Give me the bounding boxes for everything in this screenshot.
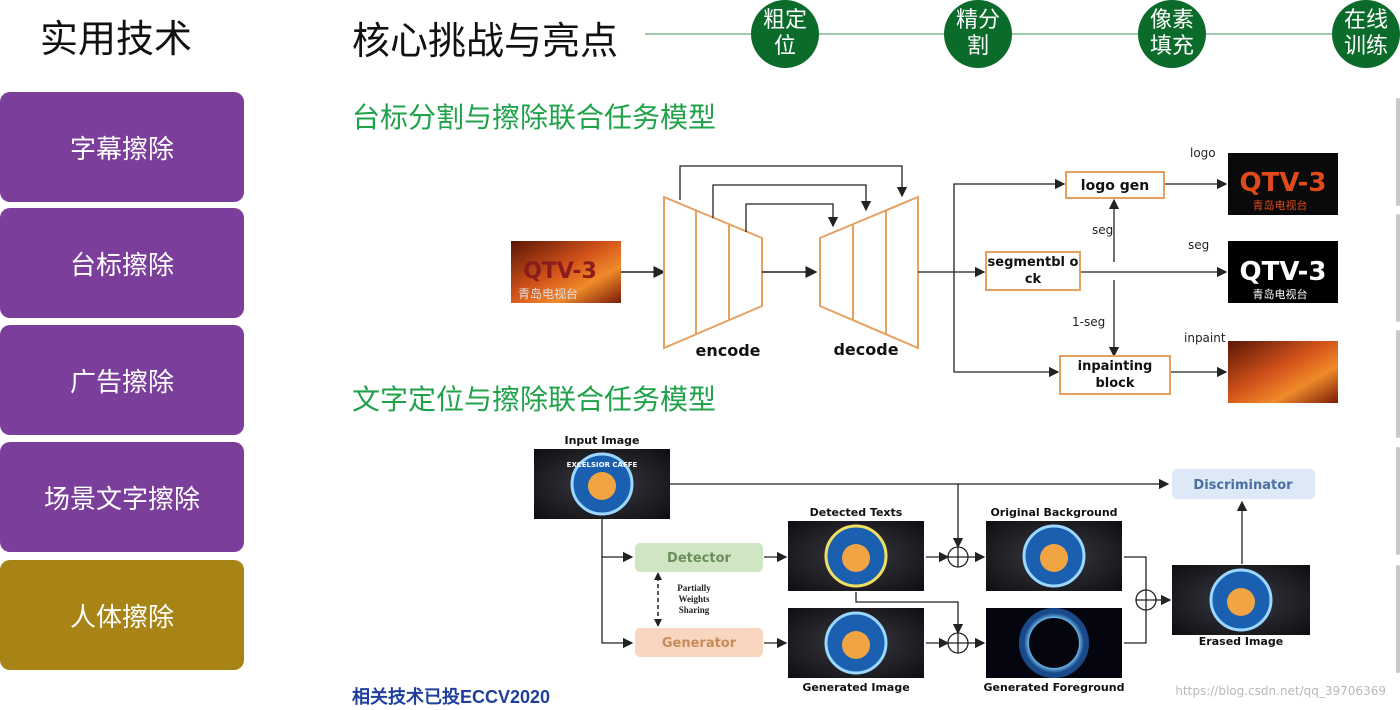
input-logo-image: QTV-3 青岛电视台 bbox=[511, 241, 621, 303]
menu-item-label: 人体擦除 bbox=[69, 602, 174, 633]
step-label: 像素填充 bbox=[1149, 8, 1194, 59]
edge-1seg-label: 1-seg bbox=[1072, 315, 1105, 329]
sidebar-title: 实用技术 bbox=[40, 17, 193, 61]
right-edge-strip bbox=[1396, 565, 1400, 673]
right-edge-strip bbox=[1396, 330, 1400, 438]
output-logo-image: QTV-3 青岛电视台 bbox=[1228, 153, 1338, 215]
menu-item-label: 字幕擦除 bbox=[69, 134, 174, 165]
logo-gen-block: logo gen bbox=[1065, 171, 1165, 199]
plus-node-bottom bbox=[947, 632, 969, 654]
submission-note: 相关技术已投ECCV2020 bbox=[352, 687, 551, 707]
output-seg-text: QTV-3 bbox=[1240, 257, 1327, 287]
discriminator-block: Discriminator bbox=[1172, 469, 1315, 499]
encoder-block bbox=[663, 195, 763, 350]
segment-block: segmentbl ock bbox=[985, 251, 1081, 291]
input-logo-text: QTV-3 bbox=[523, 259, 597, 284]
decode-label: decode bbox=[833, 340, 898, 359]
step-connector-line bbox=[645, 33, 1385, 35]
step-pixel-fill: 像素填充 bbox=[1138, 0, 1206, 68]
generator-label: Generator bbox=[662, 636, 737, 651]
output-inpaint-image bbox=[1228, 341, 1338, 403]
menu-item-label: 场景文字擦除 bbox=[43, 484, 200, 515]
skip-connections bbox=[679, 165, 908, 232]
plus-node-merge bbox=[1135, 589, 1157, 611]
right-edge-strip bbox=[1396, 214, 1400, 322]
output-logo-text: QTV-3 bbox=[1240, 168, 1327, 198]
output-seg-label: seg bbox=[1188, 238, 1209, 252]
input-image-label: Input Image bbox=[564, 434, 639, 447]
encode-label: encode bbox=[695, 341, 760, 360]
menu-item-human-erase[interactable]: 人体擦除 bbox=[0, 560, 244, 670]
flow-lines bbox=[601, 478, 1248, 649]
output-logo-subtext: 青岛电视台 bbox=[1253, 198, 1308, 212]
step-label: 在线训练 bbox=[1343, 8, 1388, 59]
output-logo-label: logo bbox=[1190, 146, 1216, 160]
menu-item-subtitle-erase[interactable]: 字幕擦除 bbox=[0, 92, 244, 202]
discriminator-label: Discriminator bbox=[1193, 478, 1293, 493]
sign-text: EXCELSIOR CAFFE bbox=[567, 461, 638, 469]
erased-image-label: Erased Image bbox=[1199, 635, 1283, 648]
diagram1-title: 台标分割与擦除联合任务模型 bbox=[352, 101, 717, 134]
input-image: EXCELSIOR CAFFE bbox=[534, 449, 670, 519]
generated-foreground-label: Generated Foreground bbox=[984, 681, 1125, 694]
step-fine-segment: 精分割 bbox=[944, 0, 1012, 68]
output-seg-subtext: 青岛电视台 bbox=[1253, 287, 1308, 301]
sharing-label: Partially Weights Sharing bbox=[677, 583, 711, 615]
output-inpaint-label: inpaint bbox=[1184, 331, 1226, 345]
edge-seg-label: seg bbox=[1092, 223, 1113, 237]
generated-image bbox=[788, 608, 924, 678]
generator-block: Generator bbox=[635, 628, 763, 657]
inpainting-block-label: inpainting block bbox=[1077, 359, 1153, 391]
menu-item-ad-erase[interactable]: 广告擦除 bbox=[0, 325, 244, 435]
logo-gen-label: logo gen bbox=[1081, 178, 1149, 194]
menu-item-scene-text-erase[interactable]: 场景文字擦除 bbox=[0, 442, 244, 552]
step-label: 精分割 bbox=[955, 8, 1000, 59]
branch-lines bbox=[918, 178, 1228, 378]
menu-item-label: 广告擦除 bbox=[69, 367, 174, 398]
decoder-block bbox=[819, 195, 919, 350]
step-label: 粗定位 bbox=[762, 8, 807, 59]
detector-block: Detector bbox=[635, 543, 763, 572]
input-logo-subtext: 青岛电视台 bbox=[518, 286, 578, 301]
generated-image-label: Generated Image bbox=[802, 681, 909, 694]
right-edge-strip bbox=[1396, 98, 1400, 206]
inpainting-block: inpainting block bbox=[1059, 355, 1171, 395]
erased-image bbox=[1172, 565, 1310, 635]
detector-label: Detector bbox=[667, 551, 731, 566]
diagram2-title: 文字定位与擦除联合任务模型 bbox=[352, 383, 717, 416]
original-background-image bbox=[986, 521, 1122, 591]
output-seg-image: QTV-3 青岛电视台 bbox=[1228, 241, 1338, 303]
detected-texts-image bbox=[788, 521, 924, 591]
step-online-train: 在线训练 bbox=[1332, 0, 1400, 68]
plus-node-top bbox=[947, 546, 969, 568]
original-background-label: Original Background bbox=[990, 506, 1117, 519]
watermark: https://blog.csdn.net/qq_39706369 bbox=[1175, 684, 1386, 698]
segment-block-label: segmentbl ock bbox=[987, 255, 1079, 287]
menu-item-label: 台标擦除 bbox=[69, 250, 174, 281]
right-edge-strip bbox=[1396, 447, 1400, 555]
step-coarse-locate: 粗定位 bbox=[751, 0, 819, 68]
page-title: 核心挑战与亮点 bbox=[352, 19, 619, 63]
detected-texts-label: Detected Texts bbox=[810, 506, 903, 519]
menu-item-logo-erase[interactable]: 台标擦除 bbox=[0, 208, 244, 318]
generated-foreground-image bbox=[986, 608, 1122, 678]
